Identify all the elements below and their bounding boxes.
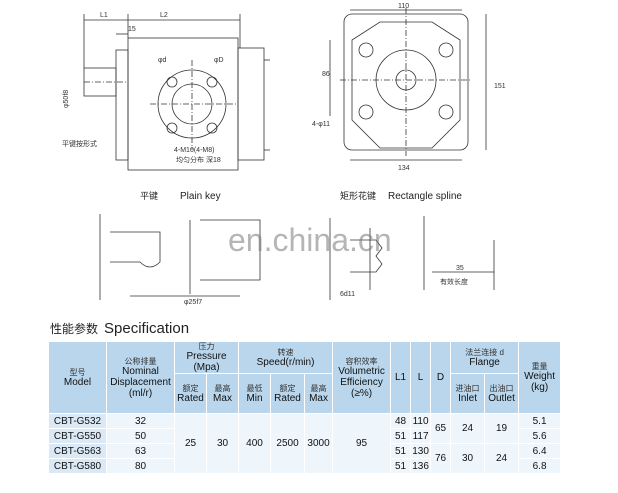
header-l: L bbox=[410, 341, 432, 414]
table-cell-disp: 63 bbox=[106, 443, 175, 459]
dim-key-note: 平键按形式 bbox=[62, 139, 97, 148]
dim-phi-D: φD bbox=[214, 57, 224, 64]
dim-25f7: φ25f7 bbox=[184, 299, 202, 306]
dim-134: 134 bbox=[398, 165, 410, 172]
table-row-model: CBT-G532 bbox=[48, 413, 107, 429]
spec-heading-cn: 性能参数 bbox=[50, 322, 99, 336]
dim-6d11: 6d11 bbox=[340, 291, 355, 298]
table-cell-l1: 51 bbox=[390, 458, 412, 474]
table-cell-pressure-rated: 25 bbox=[174, 413, 207, 474]
dim-bolts: 4-M10(4-M8) bbox=[174, 147, 214, 154]
table-cell-l: 130 bbox=[410, 443, 432, 459]
table-cell-outlet: 19 bbox=[484, 413, 520, 444]
table-cell-pressure-max: 30 bbox=[205, 413, 240, 474]
table-cell-speed-max: 3000 bbox=[304, 413, 334, 474]
table-cell-d: 65 bbox=[430, 413, 452, 444]
table-cell-outlet: 24 bbox=[484, 443, 520, 474]
table-row-model: CBT-G580 bbox=[48, 458, 107, 474]
dim-length-note: 有效长度 bbox=[440, 277, 468, 286]
table-cell-d: 76 bbox=[430, 443, 452, 474]
table-cell-weight: 6.4 bbox=[518, 443, 562, 459]
table-cell-inlet: 30 bbox=[450, 443, 486, 474]
table-cell-l1: 51 bbox=[390, 428, 412, 444]
table-cell-l1: 51 bbox=[390, 443, 412, 459]
table-cell-inlet: 24 bbox=[450, 413, 486, 444]
table-row-model: CBT-G563 bbox=[48, 443, 107, 459]
table-cell-disp: 50 bbox=[106, 428, 175, 444]
dim-15: 15 bbox=[128, 26, 136, 33]
dim-phi-d: φd bbox=[158, 57, 167, 64]
table-cell-weight: 5.1 bbox=[518, 413, 562, 429]
header-d: D bbox=[430, 341, 452, 414]
table-cell-speed-min: 400 bbox=[238, 413, 272, 474]
spec-heading: 性能参数 Specification bbox=[50, 320, 189, 337]
dim-151: 151 bbox=[494, 83, 506, 90]
table-cell-l: 117 bbox=[410, 428, 432, 444]
table-cell-weight: 6.8 bbox=[518, 458, 562, 474]
dim-35: 35 bbox=[456, 265, 464, 272]
spec-heading-en: Specification bbox=[104, 320, 190, 337]
header-l1: L1 bbox=[390, 341, 412, 414]
caption-plain-key-cn: 平键 bbox=[140, 190, 158, 201]
table-cell-disp: 80 bbox=[106, 458, 175, 474]
table-cell-weight: 5.6 bbox=[518, 428, 562, 444]
table-cell-speed-rated: 2500 bbox=[270, 413, 306, 474]
caption-spline-en: Rectangle spline bbox=[388, 191, 462, 202]
dim-hole: 4-φ11 bbox=[312, 121, 330, 128]
caption-plain-key-en: Plain key bbox=[180, 191, 221, 202]
dim-bolt-note: 均匀分布 深18 bbox=[176, 155, 221, 164]
table-row-model: CBT-G550 bbox=[48, 428, 107, 444]
caption-spline-cn: 矩形花键 bbox=[340, 190, 376, 201]
dim-110: 110 bbox=[398, 3, 409, 10]
drawing-svg: L1 L2 15 φd φD 4-M10(4-M8) 均匀分布 深18 φ50f… bbox=[62, 3, 506, 306]
dim-L2: L2 bbox=[160, 12, 168, 19]
technical-drawing: L1 L2 15 φd φD 4-M10(4-M8) 均匀分布 深18 φ50f… bbox=[62, 3, 506, 306]
table-cell-efficiency: 95 bbox=[332, 413, 392, 474]
watermark: en.china.cn bbox=[228, 222, 392, 258]
table-cell-l: 136 bbox=[410, 458, 432, 474]
table-cell-disp: 32 bbox=[106, 413, 175, 429]
dim-L1: L1 bbox=[100, 12, 108, 19]
dim-86: 86 bbox=[322, 71, 330, 78]
table-cell-l1: 48 bbox=[390, 413, 412, 429]
dim-shaft-dia: φ50f8 bbox=[63, 90, 70, 108]
table-cell-l: 110 bbox=[410, 413, 432, 429]
